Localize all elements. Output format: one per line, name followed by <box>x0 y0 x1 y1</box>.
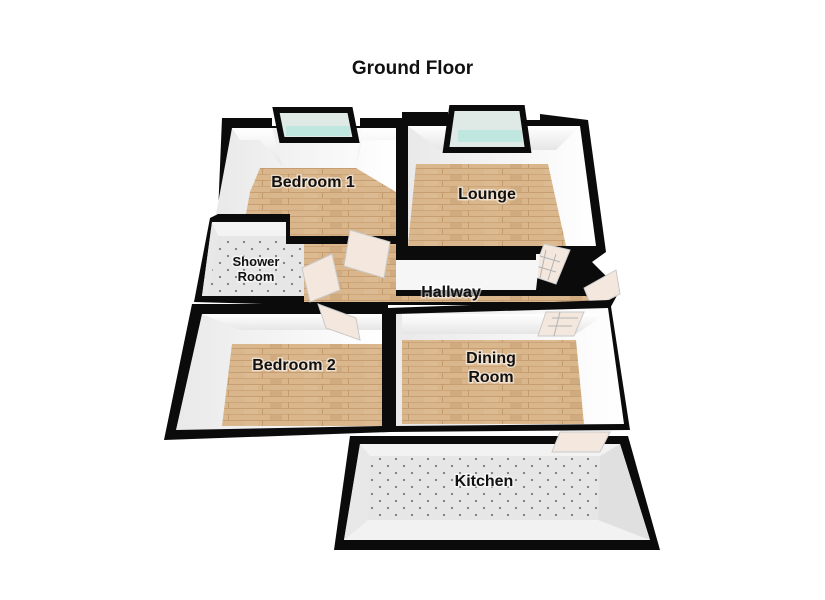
label-kitchen: Kitchen <box>455 473 514 490</box>
shower-room <box>202 222 304 296</box>
door-shower <box>301 253 341 303</box>
label-lounge: Lounge <box>458 186 516 203</box>
plan-title: Ground Floor <box>351 58 474 79</box>
label-shower-line-2: Room <box>238 269 275 284</box>
label-bedroom-2: Bedroom 2 <box>252 357 336 374</box>
label-dining-line-2: Room <box>468 369 513 386</box>
dining-room <box>396 308 624 426</box>
door-bedroom-2 <box>317 303 361 341</box>
bedroom-1 <box>216 107 396 236</box>
bedroom-2 <box>176 303 382 430</box>
middle-block <box>164 300 630 440</box>
label-dining-line-1: Dining <box>466 350 516 367</box>
label-bedroom-1: Bedroom 1 <box>271 174 355 191</box>
label-hallway: Hallway <box>421 284 481 301</box>
door-bedroom-1 <box>343 229 391 279</box>
hallway <box>301 229 621 309</box>
door-kitchen <box>551 431 611 453</box>
bay-window-lounge <box>442 105 532 153</box>
kitchen <box>334 431 660 550</box>
upper-block <box>194 105 621 312</box>
label-shower-line-1: Shower <box>233 254 280 269</box>
